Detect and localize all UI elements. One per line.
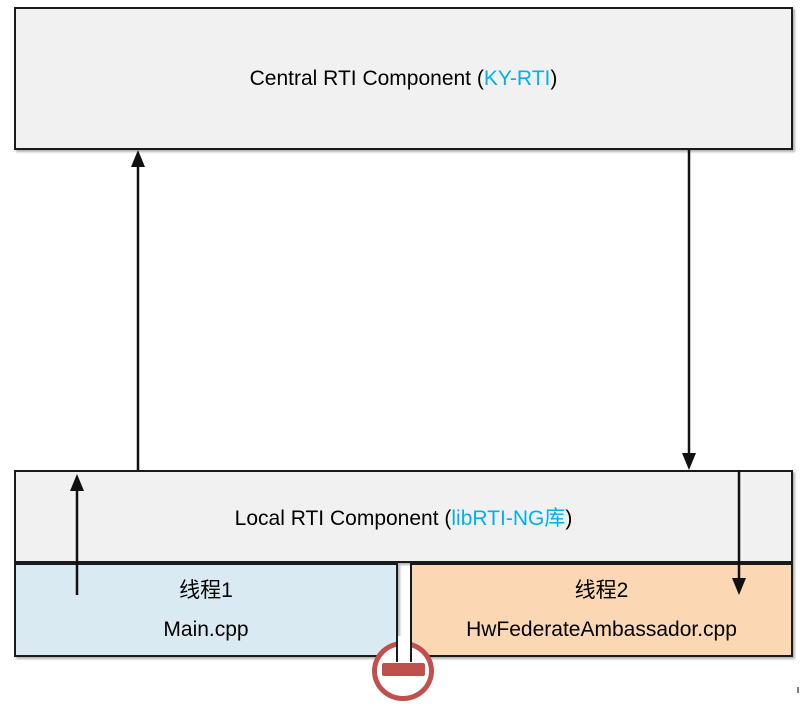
local-rti-title: Local RTI Component (libRTI-NG库) xyxy=(235,502,573,532)
central-title-suffix: ) xyxy=(550,66,558,90)
thread1-label: 线程1 xyxy=(179,578,233,602)
local-title-suffix: ) xyxy=(565,506,573,530)
local-title-prefix: Local RTI Component ( xyxy=(234,506,452,530)
thread1-file: Main.cpp xyxy=(163,617,249,641)
central-rti-box: Central RTI Component (KY-RTI) xyxy=(14,7,793,150)
thread-gap-strip xyxy=(396,636,412,662)
central-rti-title: Central RTI Component (KY-RTI) xyxy=(250,67,558,91)
minus-bar-icon xyxy=(382,663,425,676)
arrow-down-central-to-local xyxy=(682,150,696,470)
thread2-file: HwFederateAmbassador.cpp xyxy=(466,617,737,641)
thread2-label: 线程2 xyxy=(574,578,629,602)
thread1-box: 线程1 Main.cpp xyxy=(14,563,398,657)
local-title-highlight: libRTI-NG库 xyxy=(451,506,566,530)
stray-mark xyxy=(797,687,799,693)
thread2-box: 线程2 HwFederateAmbassador.cpp xyxy=(410,563,793,657)
central-title-highlight: KY-RTI xyxy=(483,66,551,90)
local-rti-box: Local RTI Component (libRTI-NG库) xyxy=(14,470,793,563)
central-title-prefix: Central RTI Component ( xyxy=(249,66,484,90)
arrow-up-local-to-central xyxy=(131,150,145,470)
